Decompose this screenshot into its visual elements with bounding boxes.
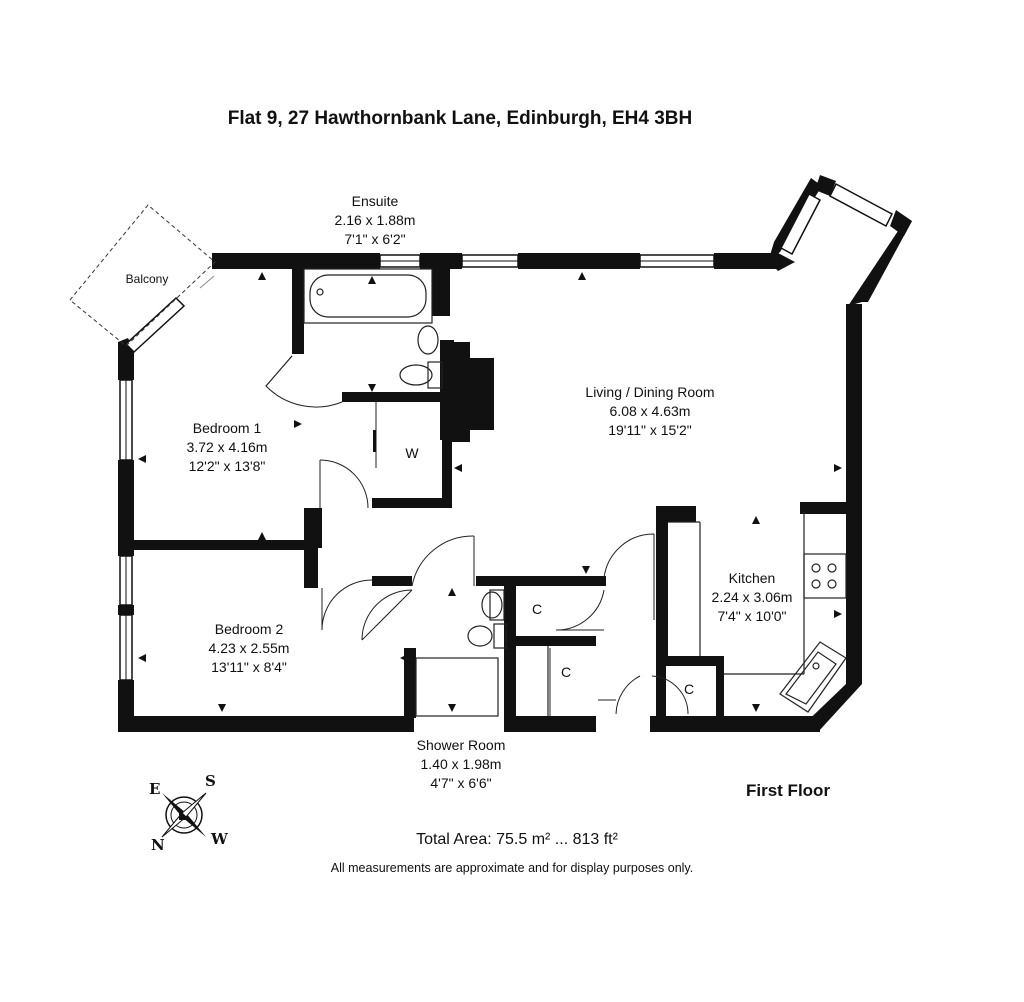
room-label-bedroom1: Bedroom 1 3.72 x 4.16m 12'2" x 13'8" xyxy=(186,420,268,474)
compass-north-label: N xyxy=(151,836,165,854)
room-label-kitchen: Kitchen 2.24 x 3.06m 7'4" x 10'0" xyxy=(711,570,793,624)
sink xyxy=(779,641,847,713)
room-label-balcony: Balcony xyxy=(125,272,169,286)
room-label-ensuite: Ensuite 2.16 x 1.88m 7'1" x 6'2" xyxy=(334,193,416,247)
room-label-living: Living / Dining Room 6.08 x 4.63m 19'11"… xyxy=(585,384,715,438)
cupboard-label-2: C xyxy=(560,664,572,680)
compass-south-label: S xyxy=(205,772,216,790)
measurement-arrows xyxy=(138,257,842,712)
cupboard-label-3: C xyxy=(683,681,695,697)
compass-rose xyxy=(161,792,207,838)
wardrobe-label: W xyxy=(405,445,419,461)
compass-east-label: E xyxy=(149,780,161,798)
disclaimer: All measurements are approximate and for… xyxy=(330,861,694,875)
floor-label: First Floor xyxy=(746,781,831,800)
walls xyxy=(118,175,912,732)
hob xyxy=(803,553,847,599)
room-label-bedroom2: Bedroom 2 4.23 x 2.55m 13'11" x 8'4" xyxy=(208,621,290,675)
room-label-shower: Shower Room 1.40 x 1.98m 4'7" x 6'6" xyxy=(416,737,506,791)
compass-west-label: W xyxy=(211,830,228,848)
doors xyxy=(265,355,689,716)
total-area: Total Area: 75.5 m² ... 813 ft² xyxy=(416,831,618,848)
bathtub xyxy=(303,268,433,324)
page-title: Flat 9, 27 Hawthornbank Lane, Edinburgh,… xyxy=(227,108,693,129)
cupboard-label-1: C xyxy=(531,601,543,617)
fixtures xyxy=(303,268,847,717)
shower-tray xyxy=(415,657,499,717)
balcony-outline xyxy=(69,204,216,347)
